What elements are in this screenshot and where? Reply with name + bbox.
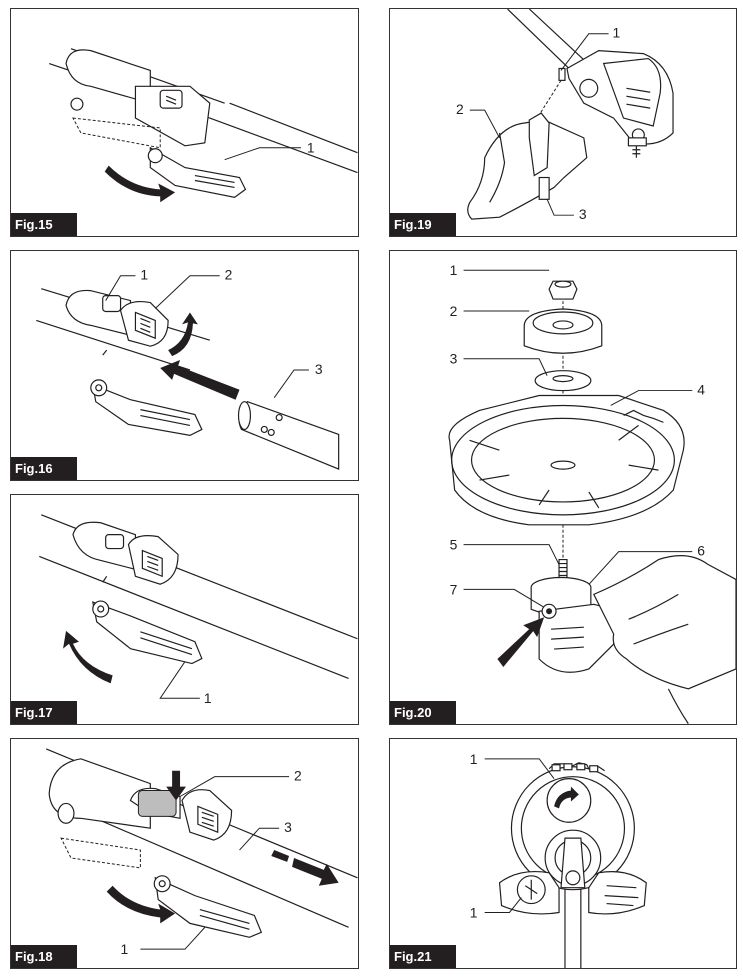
fig20-illustration: 1 2 3 4 5 6 7 [448,262,736,724]
figure-17-panel: 1 Fig.17 [10,494,359,725]
fig20-callout-5: 5 [450,537,458,553]
fig15-label: Fig.15 [11,213,77,236]
fig20-callout-2: 2 [450,303,458,319]
fig20-callout-1: 1 [450,262,458,278]
fig18-callout-1: 1 [121,941,129,957]
fig18-label: Fig.18 [11,945,77,968]
fig17-callout-1: 1 [204,690,212,706]
fig21-callout-1a: 1 [470,751,478,767]
figure-15-panel: 1 Fig.15 [10,8,359,237]
fig21-label: Fig.21 [390,945,456,968]
fig19-callout-2: 2 [456,101,464,117]
fig20-label: Fig.20 [390,701,456,724]
figure-20-panel: 1 2 3 4 5 6 7 Fig.20 [389,250,737,725]
figure-19-panel: 1 2 3 Fig.19 [389,8,737,237]
fig15-callout-1: 1 [307,140,315,156]
fig18-callout-3: 3 [284,819,292,835]
fig19-label: Fig.19 [390,213,456,236]
fig21-callout-1b: 1 [470,904,478,920]
figure-18-panel: 2 3 1 Fig.18 [10,738,359,969]
fig19-callout-3: 3 [579,206,587,222]
fig20-callout-4: 4 [697,382,705,398]
fig18-illustration: 2 3 1 [45,748,358,957]
figure-21-panel: 1 1 Fig.21 [389,738,737,969]
fig16-callout-2: 2 [225,267,233,283]
fig16-illustration: 1 2 3 [36,267,340,470]
fig20-callout-6: 6 [697,543,705,559]
fig17-illustration: 1 [39,514,358,706]
fig20-callout-3: 3 [450,351,458,367]
fig20-callout-7: 7 [450,581,458,597]
figure-16-panel: 1 2 3 Fig.16 [10,250,359,481]
fig19-callout-1: 1 [613,25,621,41]
fig21-illustration: 1 1 [470,751,647,968]
fig19-illustration: 1 2 3 [456,9,674,222]
fig18-callout-2: 2 [294,768,302,784]
fig17-label: Fig.17 [11,701,77,724]
fig16-label: Fig.16 [11,457,77,480]
fig16-callout-3: 3 [315,361,323,377]
fig15-illustration: 1 [49,48,358,203]
fig16-callout-1: 1 [140,267,148,283]
